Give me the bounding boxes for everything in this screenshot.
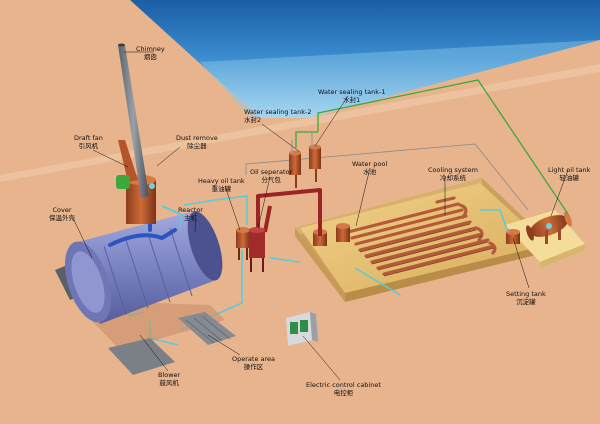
leader-lines	[72, 51, 569, 381]
dust-remover-pipe	[161, 205, 184, 229]
light-oil-tank	[526, 211, 572, 244]
reactor-drum	[64, 211, 223, 324]
oil-pipe-red	[256, 188, 322, 236]
operate-area-steps	[178, 312, 236, 345]
electric-control-cabinet	[286, 312, 318, 346]
water-sealing-tanks	[289, 133, 321, 188]
chimney	[117, 43, 149, 198]
cooling-coils	[346, 196, 497, 276]
cooling-coils-shadow	[359, 223, 495, 277]
oil-separator	[249, 227, 265, 272]
water-return-pipe	[245, 143, 529, 211]
